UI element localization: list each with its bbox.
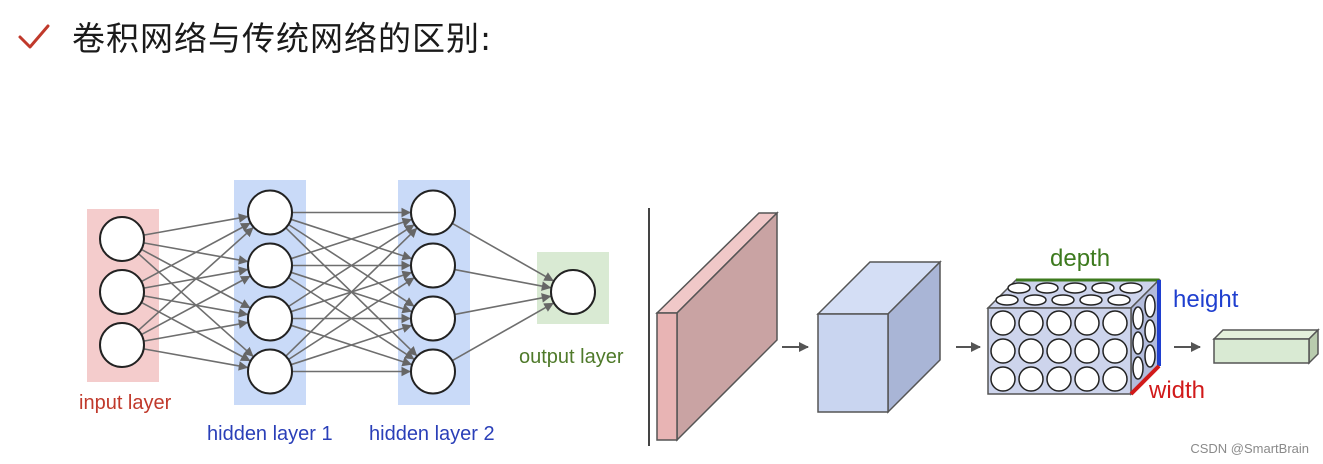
connection [143,213,249,236]
conv-volume [816,260,942,414]
volume-neuron-front [1074,310,1100,336]
hidden1-neuron [247,295,293,342]
connection [454,268,552,291]
volume-neuron-front [1046,338,1072,364]
volume-neuron-front [1018,366,1044,392]
volume-neuron-top [1079,294,1103,306]
slide-heading: 卷积网络与传统网络的区别: [16,10,492,62]
connection [451,222,554,282]
volume-neuron-top [1063,282,1087,294]
connection [141,275,251,336]
traditional-network: input layer hidden layer 1 hidden layer … [79,180,624,445]
input-neuron [99,216,145,262]
width-edge [1129,364,1161,396]
volume-neuron-front [990,366,1016,392]
volume-neuron-top [1119,282,1143,294]
connection [451,302,554,362]
volume-neuron-top [1051,294,1075,306]
connection [143,348,249,371]
input-volume [655,211,779,442]
volume-neuron-side [1132,356,1144,380]
volume-neuron-front [1046,310,1072,336]
volume-neuron-front [1074,338,1100,364]
volume-neuron-side [1144,319,1156,343]
volume-neurons [990,282,1156,392]
volume-neuron-front [1074,366,1100,392]
hidden1-neuron [247,348,293,395]
width-label: width [1148,377,1205,404]
connection [141,222,251,283]
connection [285,227,418,357]
neurons [99,189,596,395]
hidden2-neuron [410,295,456,342]
volume-neuron-front [1102,366,1128,392]
checkmark-icon [18,24,50,49]
connection [288,277,415,361]
output-layer-label: output layer [519,346,624,368]
hidden1-neuron [247,189,293,236]
hidden2-neuron [410,348,456,395]
volume-neuron-front [1046,366,1072,392]
hidden-layer-2-label: hidden layer 2 [369,423,495,445]
volume-neuron-front [1102,310,1128,336]
volume-neuron-top [1007,282,1031,294]
volume-neuron-front [990,338,1016,364]
input-neuron [99,269,145,315]
connection [290,217,413,260]
volume-neuron-top [1107,294,1131,306]
connection [290,323,413,366]
volume-neuron-side [1144,344,1156,368]
input-layer-label: input layer [79,392,172,414]
watermark: CSDN @SmartBrain [1190,441,1309,456]
connection [143,319,249,342]
volume-neuron-top [995,294,1019,306]
volume-neuron-front [1018,338,1044,364]
input-neuron [99,322,145,368]
volume-neuron-top [1091,282,1115,294]
volume-neuron-front [1102,338,1128,364]
connection [288,224,415,308]
connection [454,293,552,316]
hidden2-neuron [410,189,456,236]
volume-neuron-top [1035,282,1059,294]
hidden-layer-1-label: hidden layer 1 [207,423,333,445]
slide-title: 卷积网络与传统网络的区别: [72,19,493,58]
volume-neuron-side [1144,294,1156,318]
neuron-volume [986,278,1161,396]
hidden1-neuron [247,242,293,289]
depth-label: depth [1050,245,1110,272]
output-neuron [550,269,596,315]
connections [137,207,554,377]
volume-neuron-front [990,310,1016,336]
output-volume [1212,328,1320,365]
volume-neuron-top [1023,294,1047,306]
volume-neuron-side [1132,331,1144,355]
volume-neuron-front [1018,310,1044,336]
connection [137,227,254,331]
hidden2-neuron [410,242,456,289]
volume-neuron-side [1132,306,1144,330]
height-label: height [1173,286,1239,313]
convolutional-network: depth height width [655,211,1320,442]
